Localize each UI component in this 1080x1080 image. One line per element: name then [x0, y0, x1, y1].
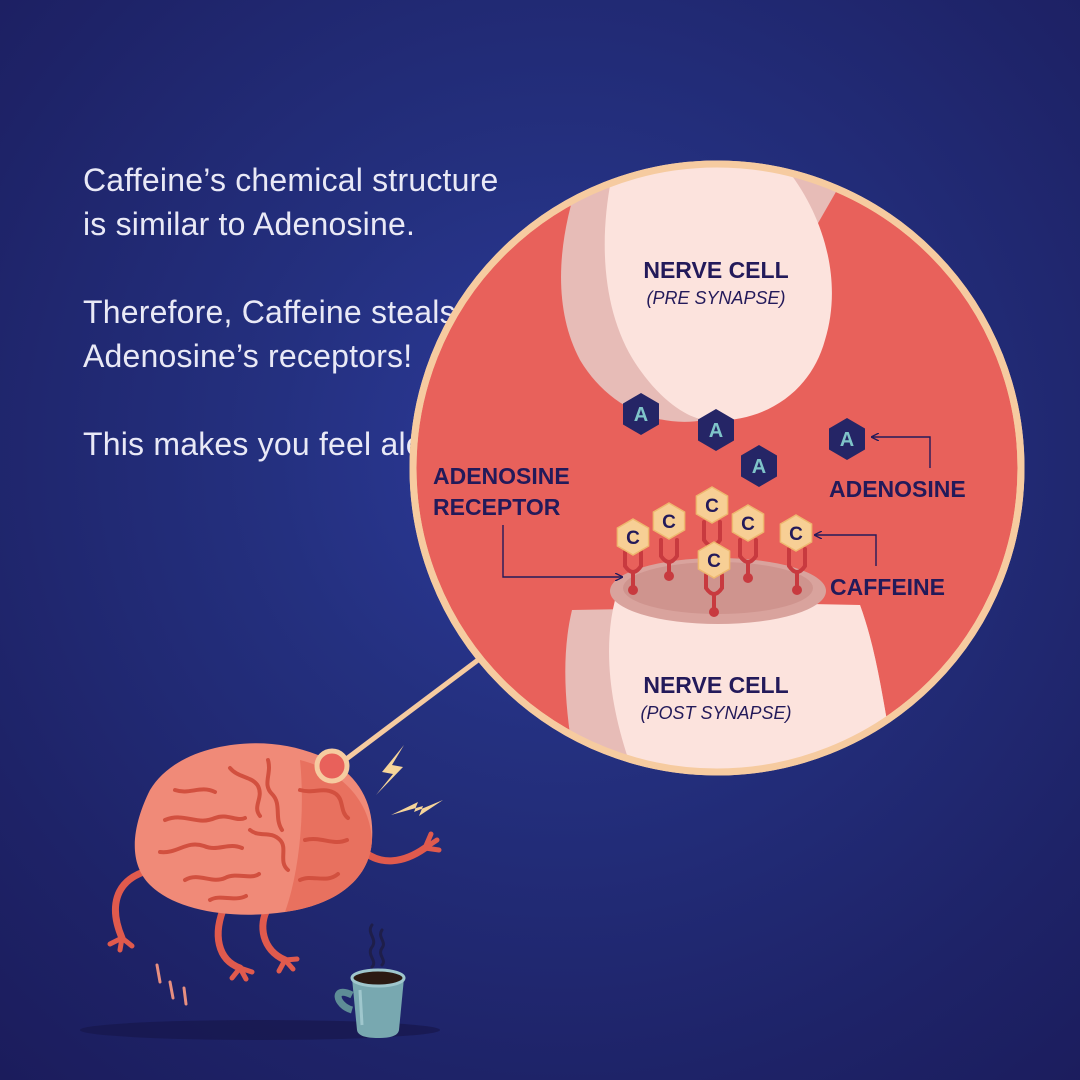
adenosine-molecule: A — [623, 393, 659, 435]
motion-lines — [155, 963, 188, 1006]
post-synapse-subtitle: (POST SYNAPSE) — [640, 703, 791, 723]
intro-line-steals: Therefore, Caffeine steals Adenosine’s r… — [83, 294, 456, 374]
zoom-connector — [343, 658, 480, 762]
receptor-label-line1: ADENOSINE — [433, 463, 570, 489]
svg-text:C: C — [707, 551, 721, 572]
caffeine-label: CAFFEINE — [830, 574, 945, 600]
caffeine-molecule: C — [779, 514, 813, 552]
receptor — [738, 538, 758, 583]
receptor — [659, 538, 679, 581]
caffeine-molecule: C — [697, 541, 731, 579]
pre-synapse-title: NERVE CELL — [643, 257, 788, 283]
svg-text:C: C — [705, 496, 719, 517]
coffee-mug-icon — [334, 968, 406, 1038]
caffeine-molecule: C — [731, 504, 765, 542]
svg-text:C: C — [626, 528, 640, 549]
ground-shadow — [80, 1020, 440, 1040]
brain-character-icon — [107, 743, 442, 982]
intro-text: Caffeine’s chemical structure is similar… — [83, 158, 503, 510]
caffeine-molecules: C C C C C C — [616, 486, 813, 579]
caffeine-molecule: C — [616, 518, 650, 556]
pre-synapse-subtitle: (PRE SYNAPSE) — [646, 288, 785, 308]
post-synapse-title: NERVE CELL — [643, 672, 788, 698]
steam-icon — [368, 923, 385, 969]
svg-text:A: A — [709, 420, 723, 442]
receptor — [787, 547, 807, 595]
caffeine-molecule: C — [652, 502, 686, 540]
svg-text:C: C — [741, 514, 755, 535]
adenosine-arrow — [872, 437, 931, 468]
caffeine-molecule: C — [695, 486, 729, 524]
adenosine-molecule: A — [741, 445, 777, 487]
receptor — [623, 550, 643, 595]
receptor — [704, 573, 724, 617]
svg-text:A: A — [752, 456, 766, 478]
adenosine-molecules: A A A A — [623, 393, 865, 487]
lightning-bolt-icon — [376, 745, 443, 816]
receptor-arrow — [502, 525, 622, 577]
svg-text:A: A — [840, 429, 854, 451]
intro-line-alert: This makes you feel alert. — [83, 426, 453, 462]
receptor-label-line2: RECEPTOR — [433, 494, 561, 520]
caffeine-arrow — [815, 535, 877, 566]
adenosine-molecule: A — [829, 418, 865, 460]
pre-synapse-cell — [561, 167, 860, 422]
adenosine-molecule: A — [698, 409, 734, 451]
adenosine-label: ADENOSINE — [829, 476, 966, 502]
intro-line-similar: Caffeine’s chemical structure is similar… — [83, 162, 499, 242]
svg-text:C: C — [662, 512, 676, 533]
zoom-origin-spot — [314, 748, 350, 784]
svg-text:C: C — [789, 524, 803, 545]
svg-text:A: A — [634, 404, 648, 426]
